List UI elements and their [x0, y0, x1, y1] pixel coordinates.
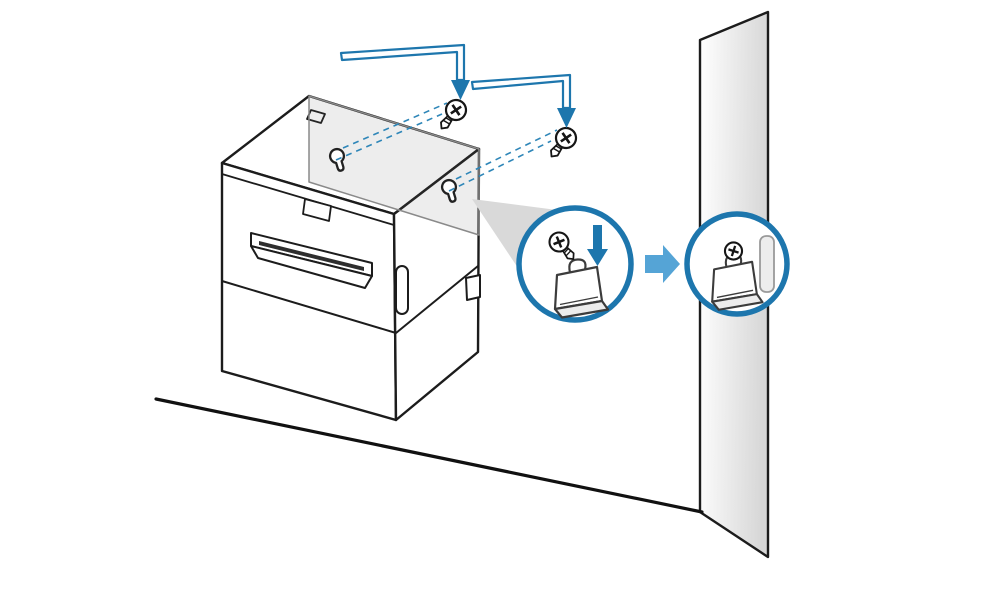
alignment-guide-dashed	[448, 140, 552, 192]
alignment-guide-dashed	[455, 129, 558, 180]
mounting-screw-icon-right	[542, 122, 582, 164]
printer-illustration	[220, 94, 558, 422]
floor-line	[154, 397, 704, 514]
wall-edge-detail	[759, 235, 775, 293]
printer-side-face	[392, 147, 481, 422]
paper-outlet	[250, 232, 373, 289]
right-arrow-icon	[645, 245, 680, 283]
seated-screw-icon	[723, 241, 744, 261]
paper-outlet-lip	[250, 245, 373, 289]
arrow-head-icon	[557, 108, 576, 128]
cover-bottom-seam	[221, 265, 479, 334]
insert-direction-arrow-right	[470, 73, 576, 128]
paper-outlet-slot	[259, 241, 364, 271]
arrow-head-icon	[451, 80, 470, 100]
arrow-ribbon	[339, 43, 466, 82]
alignment-guide-dashed	[335, 113, 443, 161]
cover-open-lever	[395, 265, 409, 315]
callout-pointer-wedge	[472, 199, 557, 268]
alignment-guide-dashed	[342, 102, 448, 149]
alignment-guides-dashed	[335, 102, 558, 192]
down-arrow-icon	[587, 225, 608, 266]
callout-result-step	[684, 211, 790, 317]
callout-insert-step	[516, 205, 634, 323]
arrow-ribbon	[470, 73, 572, 110]
back-panel-ghost	[308, 95, 480, 236]
side-connector-notch	[465, 274, 481, 301]
insert-direction-arrow-left	[339, 43, 470, 100]
cover-latch-tab	[302, 198, 332, 222]
